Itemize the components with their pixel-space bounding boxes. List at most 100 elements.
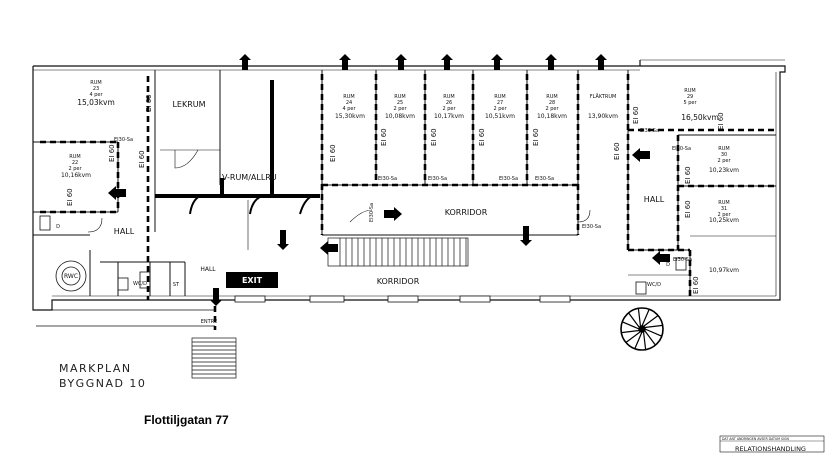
svg-text:10,97kvm: 10,97kvm — [709, 267, 739, 274]
arrow-down-icon — [210, 288, 222, 306]
spiral-tread — [644, 324, 663, 329]
svg-text:ENTRÉ: ENTRÉ — [201, 317, 218, 325]
svg-text:EI30-Sa: EI30-Sa — [114, 137, 133, 143]
svg-text:29: 29 — [687, 94, 693, 100]
svg-text:EI 60: EI 60 — [632, 106, 640, 124]
svg-text:EI 60: EI 60 — [108, 144, 116, 162]
windows-bottom — [234, 295, 571, 303]
fire-walls — [40, 74, 776, 330]
svg-text:WC/D: WC/D — [133, 281, 147, 287]
svg-text:27: 27 — [497, 100, 503, 106]
svg-text:EI30-Sa: EI30-Sa — [428, 176, 447, 182]
arrow-up-icon — [395, 54, 407, 70]
svg-text:26: 26 — [446, 100, 452, 106]
fire-class-labels: EI 60 EI 60 EI 60 EI 60 EI 60 EI 60 EI 6… — [66, 94, 725, 294]
arrow-up-icon — [491, 54, 503, 70]
spiral-stair-treads — [621, 308, 663, 350]
svg-text:RUM: RUM — [546, 94, 557, 100]
arrow-left-icon — [632, 148, 650, 162]
svg-text:LEKRUM: LEKRUM — [172, 100, 205, 109]
spiral-tread — [634, 331, 643, 349]
spiral-tread — [628, 312, 640, 328]
svg-text:EI 60: EI 60 — [138, 150, 146, 168]
svg-text:RUM: RUM — [718, 146, 729, 152]
svg-text:D: D — [666, 262, 670, 268]
svg-text:EI 60: EI 60 — [145, 94, 153, 112]
svg-text:EI30-Sa: EI30-Sa — [499, 176, 518, 182]
svg-text:10,25kvm: 10,25kvm — [709, 217, 739, 224]
arrow-up-icon — [441, 54, 453, 70]
svg-text:EI 60: EI 60 — [66, 188, 74, 206]
svg-text:10,17kvm: 10,17kvm — [434, 113, 464, 120]
svg-text:2 per: 2 per — [393, 106, 407, 112]
svg-text:HALL: HALL — [644, 195, 665, 204]
thick-walls — [155, 80, 320, 198]
svg-text:RUM: RUM — [343, 94, 354, 100]
svg-text:EI 60: EI 60 — [684, 166, 692, 184]
spiral-tread — [622, 321, 640, 330]
room-labels: RUM 23 4 per 15,03kvm RUM 22 2 per 10,16… — [56, 80, 739, 325]
svg-text:KORRIDOR: KORRIDOR — [377, 277, 420, 286]
svg-text:EI 60: EI 60 — [380, 128, 388, 146]
arrow-up-icon — [339, 54, 351, 70]
arrow-down-icon — [277, 230, 289, 250]
spiral-tread — [643, 315, 659, 327]
svg-text:2 per: 2 per — [493, 106, 507, 112]
svg-text:HALL: HALL — [114, 227, 135, 236]
spiral-tread — [644, 330, 656, 346]
arrow-up-icon — [239, 54, 251, 70]
svg-text:13,90kvm: 13,90kvm — [588, 113, 618, 120]
door-swings — [189, 195, 313, 215]
arrow-up-icon — [595, 54, 607, 70]
spiral-tread — [621, 329, 640, 334]
svg-text:23: 23 — [93, 86, 99, 92]
svg-text:2 per: 2 per — [68, 166, 82, 172]
svg-text:ST: ST — [173, 282, 180, 288]
title-block: MARKPLAN BYGGNAD 10 Flottiljgatan 77 — [59, 362, 229, 427]
svg-text:RUM: RUM — [69, 154, 80, 160]
svg-text:31: 31 — [721, 206, 727, 212]
spiral-stair — [620, 307, 664, 351]
svg-text:10,08kvm: 10,08kvm — [385, 113, 415, 120]
exit-sign-text: EXIT — [242, 276, 263, 285]
svg-text:10,18kvm: 10,18kvm — [537, 113, 567, 120]
svg-text:28: 28 — [549, 100, 555, 106]
svg-text:4 per: 4 per — [89, 92, 103, 98]
svg-text:10,51kvm: 10,51kvm — [485, 113, 515, 120]
svg-text:EI30-Sa: EI30-Sa — [369, 203, 375, 222]
svg-text:HALL: HALL — [200, 266, 216, 273]
plan-subtitle: BYGGNAD 10 — [59, 377, 146, 390]
svg-text:KORRIDOR: KORRIDOR — [445, 208, 488, 217]
address: Flottiljgatan 77 — [144, 413, 229, 427]
escape-arrows — [108, 54, 670, 306]
exit-sign: EXIT — [226, 272, 278, 288]
svg-text:2 per: 2 per — [442, 106, 456, 112]
spiral-tread — [644, 328, 662, 337]
arrow-left-icon — [652, 251, 670, 265]
spiral-tread — [625, 331, 641, 343]
stairs-center — [327, 237, 469, 267]
svg-text:15,30kvm: 15,30kvm — [335, 113, 365, 120]
spiral-tread — [642, 331, 647, 350]
stair-steps — [339, 238, 467, 266]
svg-text:EI30-Sa: EI30-Sa — [640, 128, 659, 134]
svg-text:2 per: 2 per — [545, 106, 559, 112]
svg-text:EI30-Sa: EI30-Sa — [378, 176, 397, 182]
svg-text:RUM: RUM — [718, 200, 729, 206]
svg-text:D: D — [56, 224, 60, 230]
svg-text:EI 60: EI 60 — [430, 128, 438, 146]
svg-text:WC/D: WC/D — [647, 282, 661, 288]
svg-text:5 per: 5 per — [683, 100, 697, 106]
svg-text:4 per: 4 per — [342, 106, 356, 112]
svg-text:RUM: RUM — [494, 94, 505, 100]
svg-text:DAT ANT ANDRINGEN AVSER DAT: DAT ANT ANDRINGEN AVSER DATUM SIGN — [722, 437, 789, 441]
svg-text:EI30-Sa: EI30-Sa — [582, 224, 601, 230]
revision-stamp: DAT ANT ANDRINGEN AVSER DATUM SIGN RELAT… — [719, 435, 825, 453]
svg-text:EI 60: EI 60 — [478, 128, 486, 146]
arrow-down-icon — [520, 226, 532, 246]
arrow-up-icon — [545, 54, 557, 70]
svg-text:EI30-Sa: EI30-Sa — [535, 176, 554, 182]
svg-text:V-RUM/ALLRU: V-RUM/ALLRU — [222, 173, 277, 182]
svg-text:2 per: 2 per — [717, 212, 731, 218]
